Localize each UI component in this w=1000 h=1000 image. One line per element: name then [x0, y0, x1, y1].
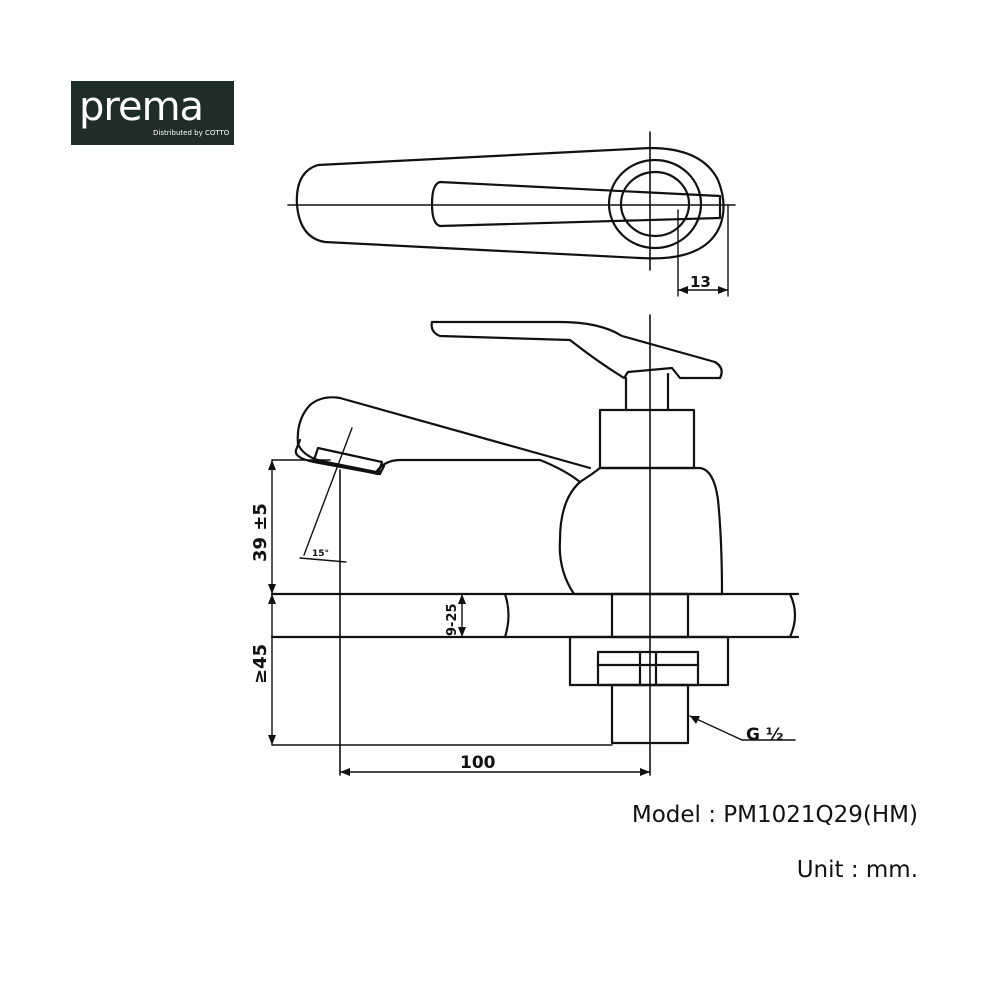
logo-tagline: Distributed by COTTO	[153, 129, 230, 137]
prema-logo: prema Distributed by COTTO	[71, 81, 234, 145]
dim-thread: G ½	[746, 725, 783, 745]
top-view	[287, 131, 736, 297]
dim-shank-length: ≥45	[250, 644, 271, 684]
dimension-arrows	[268, 286, 728, 776]
dim-handle-offset: 13	[690, 273, 711, 291]
logo-wordmark: prema	[79, 84, 204, 130]
dim-reach: 100	[460, 753, 496, 773]
dim-spout-angle: 15°	[312, 549, 329, 559]
model-caption: Model : PM1021Q29(HM)	[631, 802, 918, 828]
side-view	[270, 314, 800, 776]
dim-counter-thickness: 9-25	[445, 603, 460, 636]
dim-spout-height: 39 ±5	[250, 503, 271, 562]
unit-caption: Unit : mm.	[796, 857, 918, 883]
